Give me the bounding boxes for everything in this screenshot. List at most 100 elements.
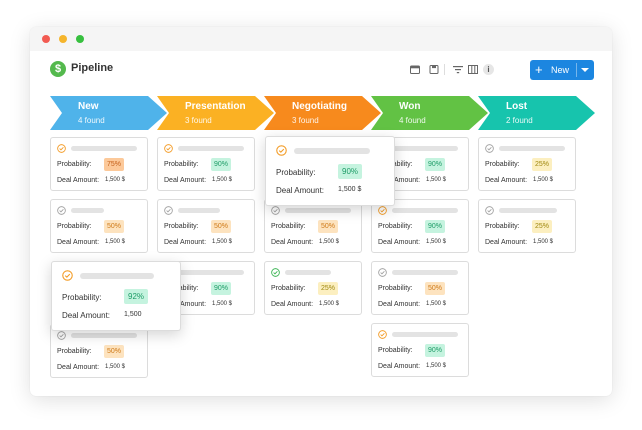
probability-label: Probability:: [485, 161, 520, 168]
stage-arrow-shape: [371, 96, 488, 130]
deal-card[interactable]: Probability: 25% Deal Amount: 1,500 $: [264, 261, 362, 315]
probability-badge: 25%: [532, 158, 553, 171]
deal-card[interactable]: Probability: 90% Deal Amount: 1,500 $: [371, 323, 469, 377]
deal-amount-value: 1,500 $: [338, 186, 362, 193]
deal-title-placeholder: [71, 146, 137, 151]
stage-arrow-presentation: [157, 96, 274, 130]
probability-badge: 50%: [211, 220, 232, 233]
probability-badge: 50%: [425, 282, 446, 295]
probability-label: Probability:: [271, 285, 306, 292]
deal-amount-value: 1,500 $: [319, 301, 340, 307]
stage-count: 3 found: [292, 116, 319, 125]
deal-card[interactable]: Probability: 90% Deal Amount: 1,500 $: [157, 137, 255, 191]
stage-lost[interactable]: Lost 2 found: [478, 96, 595, 130]
probability-badge: 90%: [211, 158, 232, 171]
deal-title-placeholder: [392, 208, 458, 213]
probability-badge: 90%: [338, 164, 363, 179]
check-circle-icon[interactable]: [164, 206, 173, 215]
probability-label: Probability:: [57, 348, 92, 355]
probability-label: Probability:: [164, 223, 199, 230]
deal-card[interactable]: Probability: 90% Deal Amount: 1,500 $: [371, 199, 469, 253]
check-circle-icon[interactable]: [485, 144, 494, 153]
filter-icon[interactable]: [453, 65, 463, 74]
deal-title-placeholder: [71, 208, 104, 213]
stage-arrow-new: [50, 96, 167, 130]
stage-arrow-shape: [478, 96, 595, 130]
deal-card[interactable]: Probability: 50% Deal Amount: 1,500 $: [50, 199, 148, 253]
stage-new[interactable]: New 4 found: [50, 96, 167, 130]
deal-title-placeholder: [285, 270, 331, 275]
probability-label: Probability:: [271, 223, 306, 230]
maximize-window-button[interactable]: [76, 35, 84, 43]
calendar-icon[interactable]: [410, 65, 420, 74]
probability-label: Probability:: [276, 168, 316, 177]
deal-card-featured[interactable]: Probability: 92% Deal Amount: 1,500: [51, 261, 181, 331]
save-icon[interactable]: [429, 65, 439, 74]
check-circle-icon[interactable]: [164, 144, 173, 153]
check-circle-icon[interactable]: [271, 206, 280, 215]
deal-amount-label: Deal Amount:: [378, 177, 421, 184]
minimize-window-button[interactable]: [59, 35, 67, 43]
deal-amount-value: 1,500 $: [105, 177, 126, 183]
new-button-label: New: [551, 65, 570, 75]
new-deal-button[interactable]: + New: [530, 60, 594, 80]
stage-arrow-shape: [50, 96, 167, 130]
close-window-button[interactable]: [42, 35, 50, 43]
deal-amount-value: 1,500: [124, 311, 142, 318]
check-circle-icon[interactable]: [57, 144, 66, 153]
deal-title-placeholder: [178, 208, 220, 213]
deal-title-placeholder: [392, 146, 458, 151]
deal-amount-value: 1,500 $: [426, 177, 447, 183]
info-icon[interactable]: i: [483, 64, 494, 75]
deal-card-featured[interactable]: Probability: 90% Deal Amount: 1,500 $: [265, 136, 395, 206]
probability-badge: 75%: [104, 158, 125, 171]
button-divider: [576, 63, 577, 77]
deal-title-placeholder: [285, 208, 351, 213]
stage-arrow-negotiating: [264, 96, 381, 130]
check-circle-icon[interactable]: [378, 268, 387, 277]
probability-badge: 50%: [104, 220, 125, 233]
stage-negotiating[interactable]: Negotiating 3 found: [264, 96, 381, 130]
deal-amount-label: Deal Amount:: [164, 177, 207, 184]
deal-card[interactable]: Probability: 50% Deal Amount: 1,500 $: [50, 324, 148, 378]
deal-title-placeholder: [392, 332, 458, 337]
page-title: Pipeline: [71, 62, 114, 74]
deal-card[interactable]: Probability: 75% Deal Amount: 1,500 $: [50, 137, 148, 191]
probability-badge: 50%: [104, 345, 125, 358]
plus-icon: +: [535, 62, 543, 77]
check-circle-icon[interactable]: [62, 270, 73, 281]
probability-badge: 90%: [425, 344, 446, 357]
check-circle-icon[interactable]: [57, 206, 66, 215]
deal-card[interactable]: Probability: 25% Deal Amount: 1,500 $: [478, 199, 576, 253]
deal-title-placeholder: [178, 270, 244, 275]
deal-title-placeholder: [392, 270, 458, 275]
deal-title-placeholder: [178, 146, 244, 151]
check-circle-icon[interactable]: [271, 268, 280, 277]
deal-card[interactable]: Probability: 50% Deal Amount: 1,500 $: [264, 199, 362, 253]
check-circle-icon[interactable]: [378, 330, 387, 339]
deal-amount-value: 1,500 $: [212, 177, 233, 183]
check-circle-icon[interactable]: [485, 206, 494, 215]
stage-presentation[interactable]: Presentation 3 found: [157, 96, 274, 130]
stage-count: 4 found: [399, 116, 426, 125]
chevron-down-icon[interactable]: [581, 68, 589, 72]
probability-label: Probability:: [62, 293, 102, 302]
columns-icon[interactable]: [468, 65, 478, 74]
deal-card[interactable]: Probability: 50% Deal Amount: 1,500 $: [157, 199, 255, 253]
probability-badge: 25%: [532, 220, 553, 233]
toolbar-divider: [444, 64, 445, 75]
check-circle-icon[interactable]: [276, 145, 287, 156]
probability-label: Probability:: [485, 223, 520, 230]
probability-badge: 25%: [318, 282, 339, 295]
deal-amount-label: Deal Amount:: [164, 239, 207, 246]
deal-amount-value: 1,500 $: [105, 239, 126, 245]
probability-label: Probability:: [378, 347, 413, 354]
deal-amount-value: 1,500 $: [319, 239, 340, 245]
check-circle-icon[interactable]: [378, 206, 387, 215]
deal-card[interactable]: Probability: 50% Deal Amount: 1,500 $: [371, 261, 469, 315]
check-circle-icon[interactable]: [57, 331, 66, 340]
deal-amount-value: 1,500 $: [533, 177, 554, 183]
deal-card[interactable]: Probability: 25% Deal Amount: 1,500 $: [478, 137, 576, 191]
stage-won[interactable]: Won 4 found: [371, 96, 488, 130]
probability-label: Probability:: [57, 161, 92, 168]
